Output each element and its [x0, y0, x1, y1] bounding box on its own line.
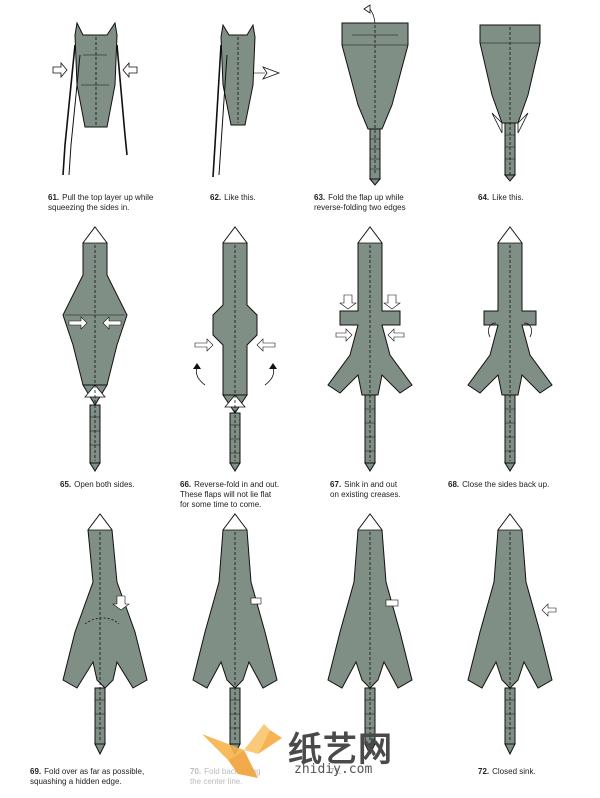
caption-step-72: 72.Closed sink.: [478, 767, 536, 776]
caption-step-70: 70.Fold back along the center line.: [190, 767, 261, 786]
watermark: 纸艺网 zhidiy.com: [198, 718, 418, 788]
origami-bird-logo-icon: [202, 724, 282, 778]
caption-step-69: 69.Fold over as far as possible, squashi…: [30, 767, 145, 786]
diagram-step-62: [195, 15, 305, 185]
caption-step-63: 63.Fold the flap up while reverse-foldin…: [314, 193, 406, 212]
caption-step-66: 66.Reverse-fold in and out. These flaps …: [180, 480, 280, 509]
caption-step-71: 71.: [330, 767, 342, 776]
diagram-step-67: [320, 225, 420, 475]
diagram-step-71: [320, 512, 420, 762]
caption-step-62: 62.Like this.: [210, 193, 256, 202]
caption-step-64: 64.Like this.: [478, 193, 524, 202]
caption-step-61: 61.Pull the top layer up while squeezing…: [48, 193, 154, 212]
diagram-step-61: [45, 15, 155, 185]
diagram-step-72: [460, 512, 560, 762]
diagram-step-63: [330, 4, 420, 186]
caption-step-67: 67.Sink in and out on existing creases.: [330, 480, 401, 499]
diagram-step-70: [185, 512, 285, 762]
diagram-step-68: [460, 225, 560, 475]
diagram-step-66: [185, 225, 285, 475]
watermark-brand: 纸艺网: [288, 730, 393, 770]
caption-step-68: 68.Close the sides back up.: [448, 480, 550, 489]
diagram-step-69: [55, 512, 155, 762]
watermark-url: zhidiy.com: [294, 762, 373, 777]
diagram-step-64: [470, 15, 550, 185]
diagram-step-65: [55, 225, 135, 475]
caption-step-65: 65.Open both sides.: [60, 480, 135, 489]
